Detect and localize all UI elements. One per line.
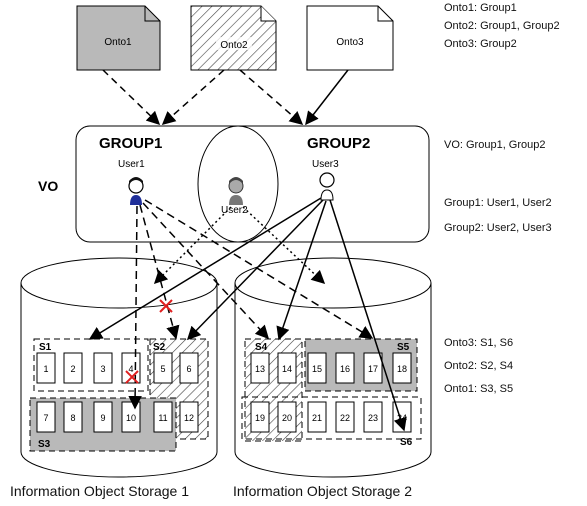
user2-label: User2 bbox=[221, 205, 248, 216]
object-box bbox=[93, 401, 113, 433]
legend-onto3-groups: Onto3: Group2 bbox=[444, 38, 517, 50]
object-label: 22 bbox=[340, 413, 350, 423]
object-box bbox=[363, 352, 383, 384]
segment-s1-label: S1 bbox=[39, 342, 52, 353]
user3-avatar bbox=[319, 172, 335, 201]
legend-onto1-segments: Onto1: S3, S5 bbox=[444, 383, 514, 395]
group2-label: GROUP2 bbox=[307, 135, 370, 152]
object-label: 21 bbox=[312, 413, 322, 423]
object-box bbox=[250, 401, 270, 433]
vo-label: VO bbox=[38, 178, 58, 194]
legend-onto2-groups: Onto2: Group1, Group2 bbox=[444, 20, 560, 32]
object-box bbox=[335, 352, 355, 384]
onto1-label: Onto1 bbox=[104, 37, 132, 48]
object-box bbox=[36, 352, 56, 384]
onto2-label: Onto2 bbox=[220, 40, 248, 51]
object-box bbox=[153, 352, 173, 384]
onto-group-links bbox=[102, 69, 349, 126]
object-box bbox=[63, 401, 83, 433]
segment-s2-label: S2 bbox=[153, 342, 166, 353]
object-label: 5 bbox=[160, 364, 165, 374]
legend-onto3-segments: Onto3: S1, S6 bbox=[444, 337, 514, 349]
denied-mark bbox=[159, 299, 173, 313]
object-box bbox=[63, 352, 83, 384]
denied-mark bbox=[125, 370, 139, 384]
object-label: 23 bbox=[368, 413, 378, 423]
access-control-diagram: Onto1 Onto2 Onto3 GROUP1 GROUP2 VO User1… bbox=[20, 5, 432, 478]
object-label: 20 bbox=[282, 413, 292, 423]
onto2-document: Onto2 bbox=[190, 5, 277, 71]
object-box bbox=[179, 401, 199, 433]
onto1-document: Onto1 bbox=[76, 5, 161, 71]
object-box bbox=[307, 352, 327, 384]
object-box bbox=[277, 352, 297, 384]
legend-group2-users: Group2: User2, User3 bbox=[444, 222, 552, 234]
object-label: 8 bbox=[70, 413, 75, 423]
legend-panel: Onto1: Group1 Onto2: Group1, Group2 Onto… bbox=[444, 0, 587, 506]
segment-s6-label: S6 bbox=[400, 437, 413, 448]
object-box bbox=[179, 352, 199, 384]
storage2-caption: Information Object Storage 2 bbox=[233, 483, 412, 499]
object-label: 3 bbox=[100, 364, 105, 374]
object-box bbox=[277, 401, 297, 433]
object-box bbox=[153, 401, 173, 433]
object-box bbox=[93, 352, 113, 384]
group1-label: GROUP1 bbox=[99, 135, 162, 152]
user2-avatar bbox=[228, 177, 244, 205]
object-label: 17 bbox=[368, 364, 378, 374]
object-label: 11 bbox=[158, 413, 167, 423]
onto3-document: Onto3 bbox=[306, 5, 394, 71]
object-label: 16 bbox=[340, 364, 350, 374]
object-label: 18 bbox=[397, 364, 407, 374]
object-label: 19 bbox=[255, 413, 265, 423]
object-label: 15 bbox=[312, 364, 322, 374]
legend-group1-users: Group1: User1, User2 bbox=[444, 197, 552, 209]
storage1-caption: Information Object Storage 1 bbox=[10, 483, 189, 499]
segment-s5-label: S5 bbox=[397, 342, 410, 353]
user3-access-links bbox=[88, 197, 407, 432]
object-label: 10 bbox=[126, 413, 136, 423]
object-label: 9 bbox=[100, 413, 105, 423]
object-label: 1 bbox=[43, 364, 48, 374]
segment-s1 bbox=[33, 338, 149, 392]
object-box bbox=[335, 401, 355, 433]
segment-s4-label: S4 bbox=[255, 342, 268, 353]
user3-label: User3 bbox=[312, 159, 339, 170]
segment-s6 bbox=[241, 396, 422, 440]
onto3-label: Onto3 bbox=[336, 37, 364, 48]
object-label: 13 bbox=[255, 364, 265, 374]
object-label: 6 bbox=[186, 364, 191, 374]
object-box bbox=[250, 352, 270, 384]
segment-s3-label: S3 bbox=[38, 439, 51, 450]
object-box bbox=[392, 352, 412, 384]
object-label: 12 bbox=[184, 413, 194, 423]
legend-onto2-segments: Onto2: S2, S4 bbox=[444, 360, 514, 372]
object-box bbox=[307, 401, 327, 433]
object-label: 4 bbox=[128, 364, 133, 374]
user1-avatar bbox=[128, 177, 144, 205]
user2-access-links bbox=[153, 206, 326, 285]
object-box bbox=[363, 401, 383, 433]
object-label: 2 bbox=[70, 364, 75, 374]
legend-onto1-groups: Onto1: Group1 bbox=[444, 2, 517, 14]
object-box bbox=[36, 401, 56, 433]
legend-vo-groups: VO: Group1, Group2 bbox=[444, 139, 546, 151]
user1-label: User1 bbox=[118, 159, 145, 170]
object-label: 14 bbox=[282, 364, 292, 374]
object-label: 7 bbox=[43, 413, 48, 423]
